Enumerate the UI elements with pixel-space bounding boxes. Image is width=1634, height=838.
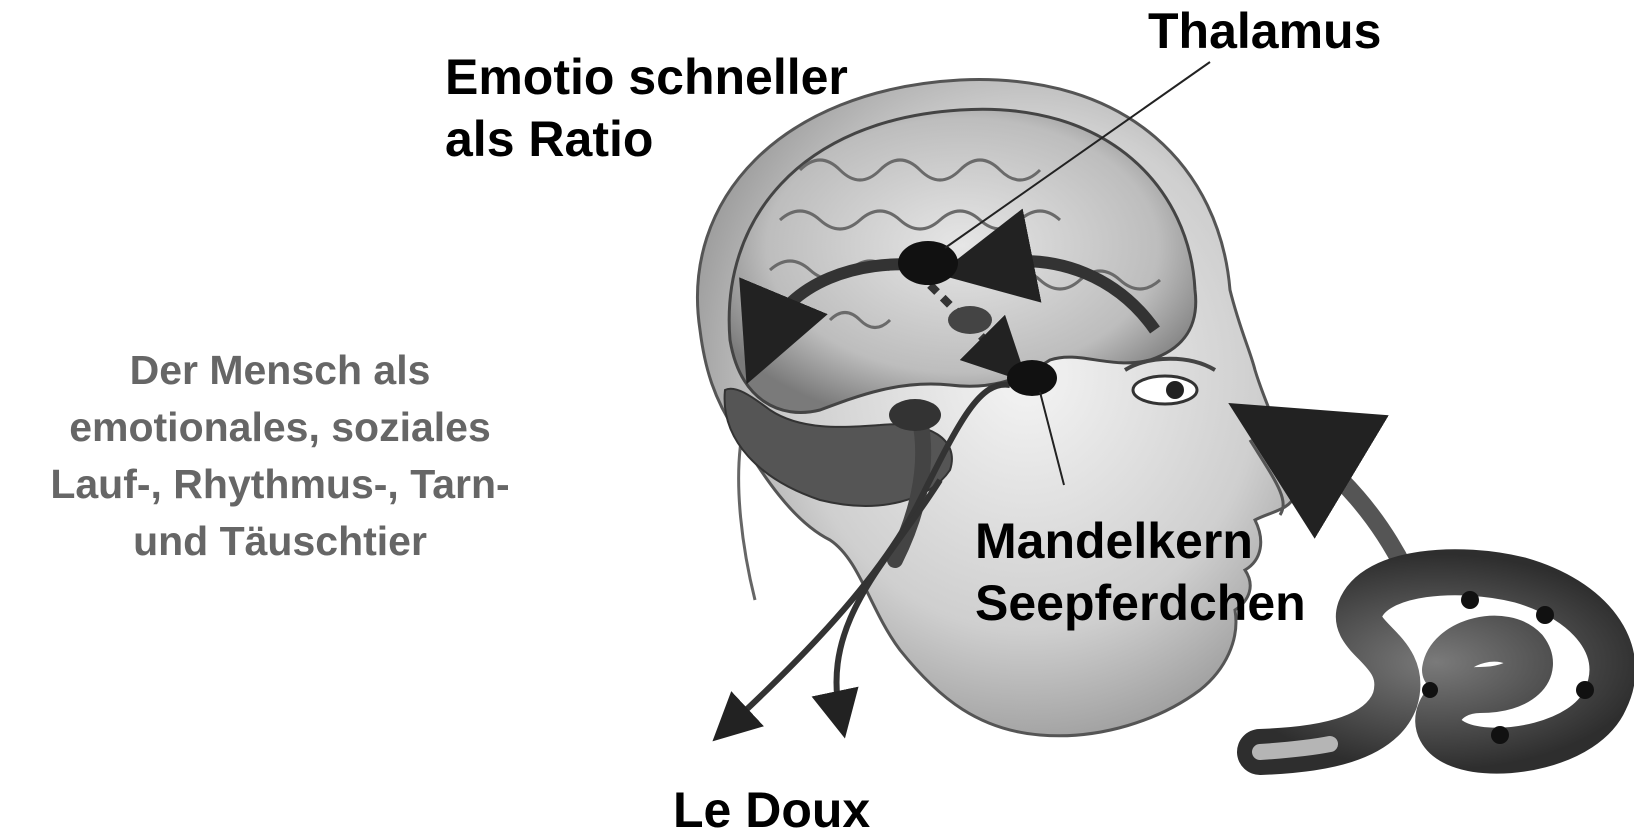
emotio-line-1: Emotio schneller (445, 46, 848, 108)
seepferdchen-label: Seepferdchen (975, 572, 1306, 634)
emotio-caption: Emotio schneller als Ratio (445, 46, 848, 170)
side-line-4: und Täuschtier (0, 513, 560, 570)
side-description: Der Mensch als emotionales, soziales Lau… (0, 342, 560, 570)
thalamus-label: Thalamus (1148, 6, 1381, 56)
le-doux-label: Le Doux (673, 785, 870, 835)
snake-illustration (1260, 572, 1612, 752)
thalamus-nucleus (898, 241, 958, 285)
eye (1133, 376, 1197, 404)
mandelkern-label: Mandelkern (975, 510, 1306, 572)
emotio-line-2: als Ratio (445, 108, 848, 170)
amygdala-nucleus (1007, 360, 1057, 396)
mandelkern-caption: Mandelkern Seepferdchen (975, 510, 1306, 634)
side-line-2: emotionales, soziales (0, 399, 560, 456)
side-line-1: Der Mensch als (0, 342, 560, 399)
side-line-3: Lauf-, Rhythmus-, Tarn- (0, 456, 560, 513)
